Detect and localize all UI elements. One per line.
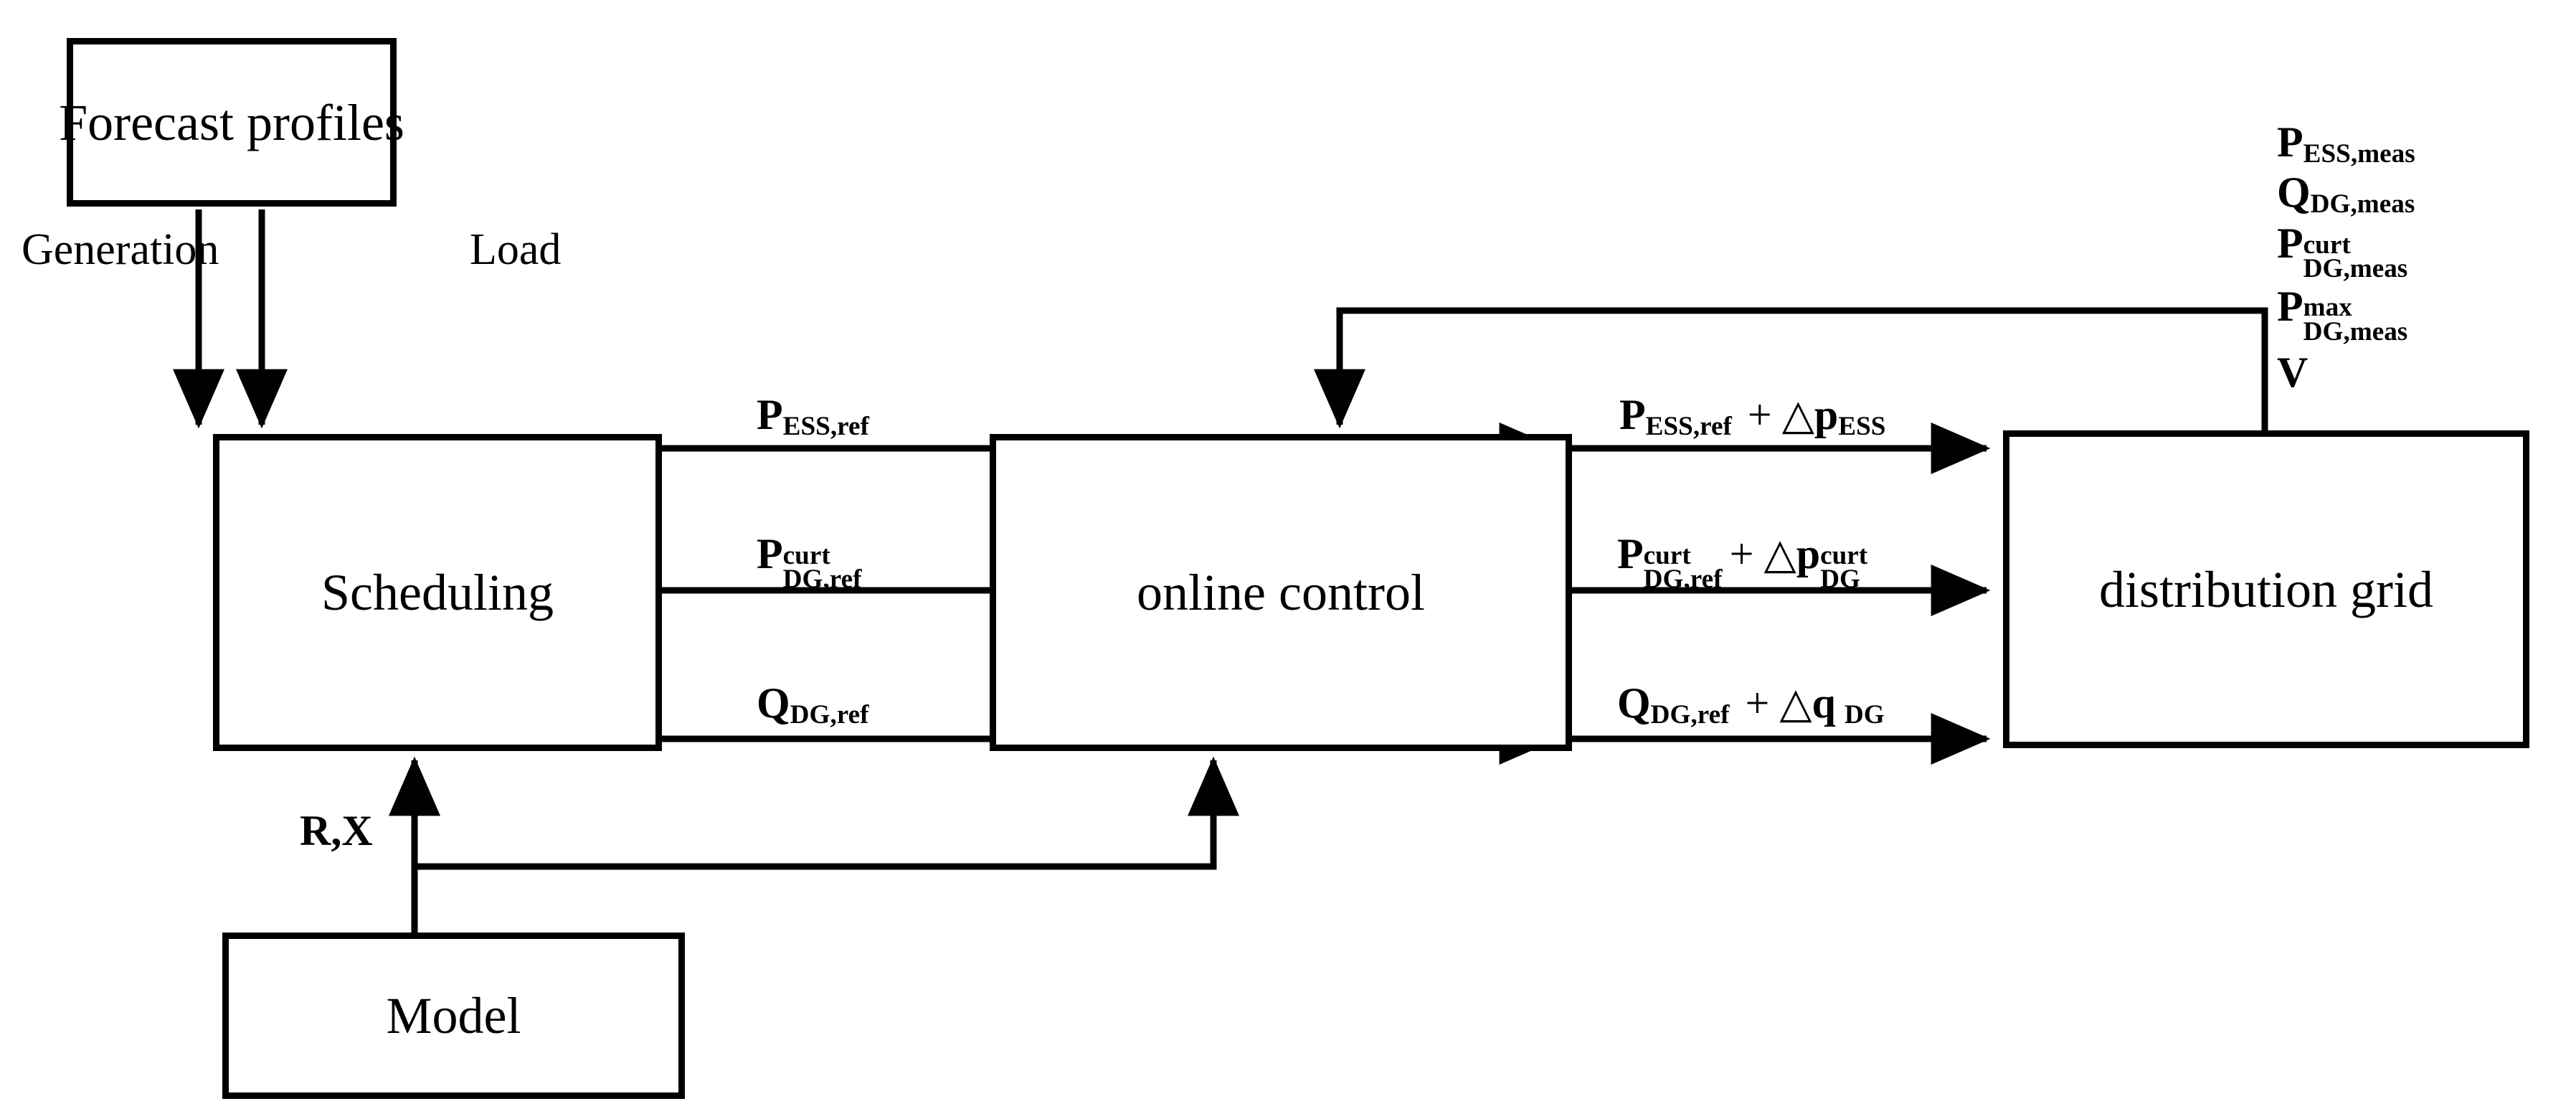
sym-sup: curt [782,540,830,570]
block-distribution-grid-label: distribution grid [2099,560,2433,618]
sym-sub: DG,ref [1643,565,1723,595]
sym-sub: DG,meas [2303,317,2408,347]
block-scheduling-label: Scheduling [321,564,554,621]
sym-sup: curt [1643,540,1691,570]
edge-label-generation: Generation [22,225,219,274]
wire-measurement-feedback [1314,307,2268,430]
sym-delta-base: p [1796,530,1821,577]
delta-icon: △ [1781,392,1814,438]
edge-label-rx: R,X [300,807,373,854]
block-model[interactable]: Model [222,933,685,1099]
sym-op: + [1747,391,1772,438]
sym-delta-sub: DG [1820,565,1860,595]
block-online-control[interactable]: online control [990,434,1572,751]
measurement-label-qdg-meas: QDG,meas [2277,169,2415,220]
sym-delta-sup: curt [1820,540,1868,570]
sym-base: P [757,530,783,577]
sym-base: Q [757,679,790,727]
block-distribution-grid[interactable]: distribution grid [2003,430,2529,748]
sym-base: Q [1617,679,1651,727]
sym-base: P [2277,282,2303,330]
block-forecast-profiles[interactable]: Forecast profiles [59,38,404,207]
block-model-label: Model [386,987,521,1044]
edge-label-load: Load [470,225,562,274]
block-online-control-label: online control [1137,564,1425,621]
wire-rx-branch-to-control [415,756,1239,870]
delta-icon: △ [1763,531,1796,577]
sym-sup: curt [2303,230,2351,260]
edge-label-qdg-ref: QDG,ref [757,681,868,728]
edge-label-qdg-plus-delta-q: QDG,ref +△q DG [1617,681,1885,728]
sym-op: + [1729,530,1754,577]
sym-sub: DG,ref [1650,700,1730,730]
sym-base: P [757,391,783,438]
block-scheduling[interactable]: Scheduling [213,434,662,751]
sym-sub: DG,ref [790,700,869,730]
sym-base: Q [2277,169,2311,217]
sym-base: P [1619,391,1646,438]
measurement-label-pess-meas: PESS,meas [2277,118,2415,169]
sym-delta-sub: DG [1844,700,1885,730]
sym-sub: DG,ref [782,565,862,595]
sym-base: P [2277,118,2303,166]
sym-delta-sub: ESS [1838,412,1886,442]
sym-op: + [1745,679,1770,727]
sym-base: P [1617,530,1644,577]
sym-sub: ESS,ref [782,412,869,442]
sym-sub: ESS,meas [2303,139,2415,169]
sym-sub: DG,meas [2310,189,2415,220]
sym-sup: max [2303,293,2352,323]
sym-delta-base: q [1812,679,1836,727]
edge-label-pess-ref-plus-delta-p: PESS,ref +△pESS [1619,393,1885,440]
sym-delta-base: p [1814,391,1839,438]
delta-icon: △ [1779,680,1812,727]
sym-sub: ESS,ref [1645,412,1732,442]
measurement-label-v: V [2277,348,2415,396]
sym-base: V [2277,348,2309,396]
edge-label-pess-ref: PESS,ref [757,393,869,440]
block-forecast-profiles-label: Forecast profiles [59,93,404,151]
sym-sub: DG,meas [2303,254,2408,284]
sym-base: P [2277,219,2303,267]
